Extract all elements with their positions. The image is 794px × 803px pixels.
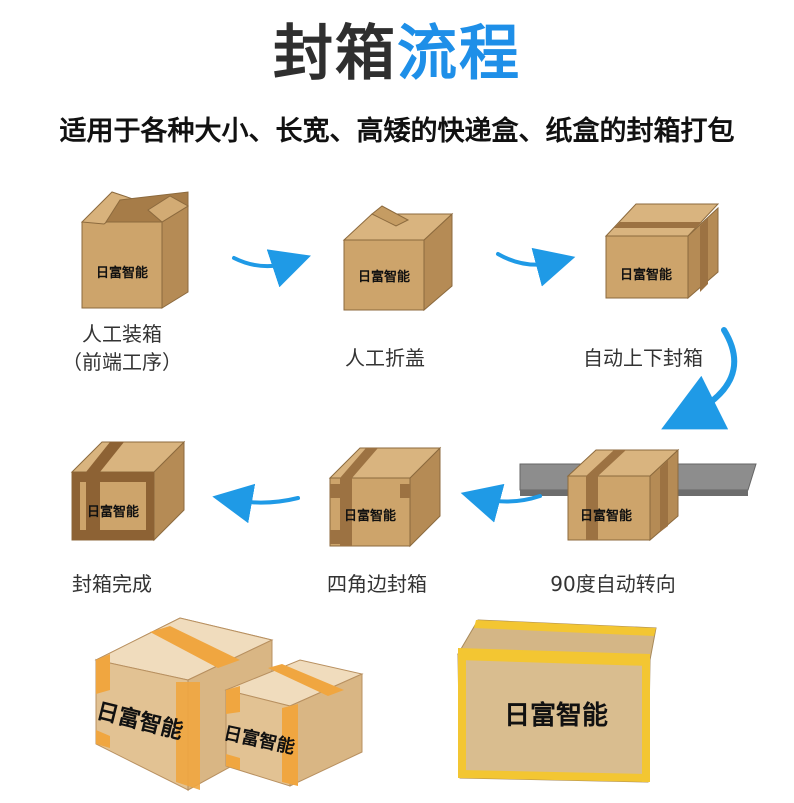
step5-corner-box: 日富智能 (328, 446, 442, 548)
photo-yellow-label: 日富智能 (504, 700, 608, 731)
step4-conveyor-box: 日富智能 (519, 448, 757, 542)
step5-box-label: 日富智能 (344, 508, 396, 524)
step3-box-label: 日富智能 (620, 267, 672, 283)
step4-box-label: 日富智能 (580, 508, 632, 524)
step2-folded-box: 日富智能 (342, 205, 454, 312)
step2-label: 人工折盖 (345, 346, 425, 370)
arrow-step2-to-3 (496, 247, 576, 287)
arrow-step4-to-5 (460, 483, 542, 523)
step2-box-label: 日富智能 (358, 269, 410, 285)
step1-label-line1: 人工装箱 (82, 322, 162, 346)
step6-finished-box: 日富智能 (70, 440, 186, 542)
photo-box-small: 日富智能 (222, 659, 364, 787)
photo-box-yellow-tape: 日富智能 (457, 619, 657, 783)
step5-label: 四角边封箱 (327, 572, 427, 596)
step1-box-label: 日富智能 (96, 265, 148, 281)
title-part-2: 流程 (397, 19, 521, 89)
page-title: 封箱流程 (0, 14, 794, 94)
arrow-step5-to-6 (212, 483, 300, 524)
title-part-1: 封箱 (273, 19, 397, 89)
step1-label-line2: （前端工序） (62, 350, 182, 374)
step4-label: 90度自动转向 (550, 572, 676, 596)
step6-box-label: 日富智能 (87, 504, 139, 520)
step6-label: 封箱完成 (72, 572, 152, 596)
step3-label: 自动上下封箱 (583, 346, 703, 370)
step3-taped-box: 日富智能 (604, 203, 720, 300)
step1-open-box: 日富智能 (80, 191, 189, 309)
step1-label: 人工装箱 （前端工序） (52, 320, 192, 376)
arrow-step3-to-4 (661, 327, 738, 430)
page-subtitle: 适用于各种大小、长宽、高矮的快递盒、纸盒的封箱打包 (59, 116, 735, 147)
arrow-step1-to-2 (232, 249, 311, 288)
